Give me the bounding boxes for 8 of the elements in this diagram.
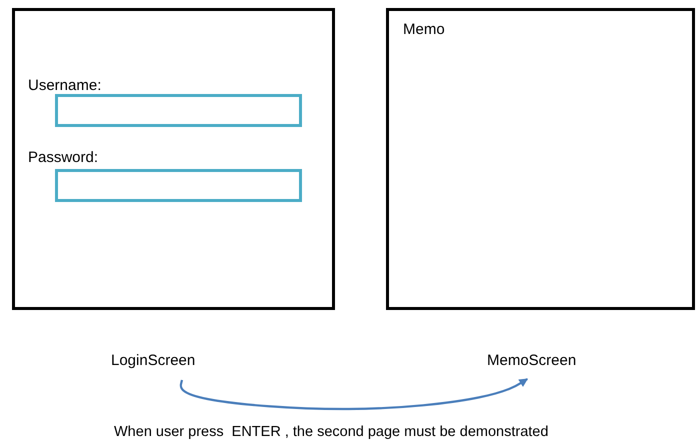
screen-name: MemoScreen — [487, 352, 576, 369]
field-label: Password: — [28, 149, 98, 166]
note-text: When user press ENTER , the second page must be demonstrated — [114, 424, 548, 440]
screen-name: LoginScreen — [111, 352, 196, 369]
field-label: Memo — [403, 21, 445, 38]
screen-frame — [386, 8, 695, 310]
field-label: Username: — [28, 77, 102, 94]
screen-frame — [12, 8, 335, 310]
